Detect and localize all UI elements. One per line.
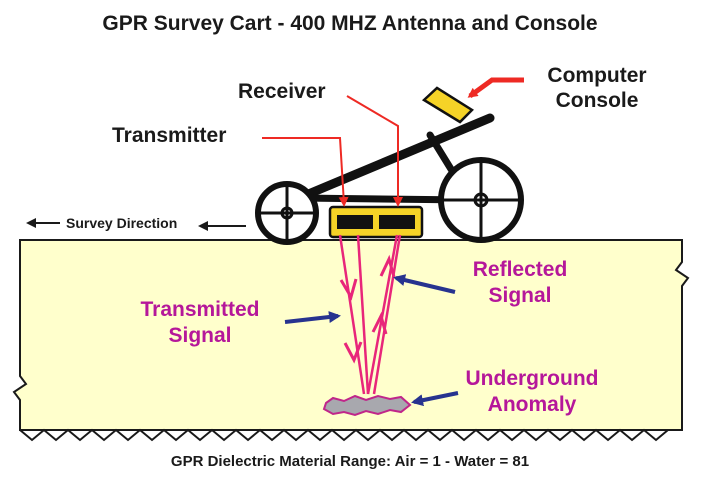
wheel-icon <box>438 157 524 243</box>
survey-direction-label: Survey Direction <box>66 215 177 231</box>
reflected-label: Reflected <box>473 258 568 281</box>
console-pointer <box>467 77 524 99</box>
signal-paths <box>338 234 402 395</box>
wheel-icon <box>255 181 319 245</box>
anomaly-label: Anomaly <box>488 393 577 416</box>
underground-label: Underground <box>466 367 599 390</box>
transmitted-signal-label: Signal <box>168 324 231 347</box>
ground-bottom-edge <box>19 428 682 442</box>
transmitter-label: Transmitter <box>112 124 226 147</box>
computer-label: Computer <box>547 64 646 87</box>
receiver-element <box>379 215 415 229</box>
transmitter-pointer <box>262 137 349 207</box>
diagram-title: GPR Survey Cart - 400 MHZ Antenna and Co… <box>102 12 597 35</box>
receiver-pointer <box>346 95 403 207</box>
transmitted-label: Transmitted <box>140 298 259 321</box>
console-label: Console <box>556 89 639 112</box>
transmitted-pointer <box>284 311 341 324</box>
anomaly-pointer <box>411 391 459 407</box>
receiver-label: Receiver <box>238 80 326 103</box>
computer-console <box>421 86 474 124</box>
reflected-signal-label: Signal <box>488 284 551 307</box>
gpr-antenna <box>328 205 424 239</box>
dielectric-range-caption: GPR Dielectric Material Range: Air = 1 -… <box>171 453 529 470</box>
transmitter-element <box>337 215 373 229</box>
reflected-pointer <box>393 274 456 294</box>
underground-anomaly <box>322 394 412 417</box>
